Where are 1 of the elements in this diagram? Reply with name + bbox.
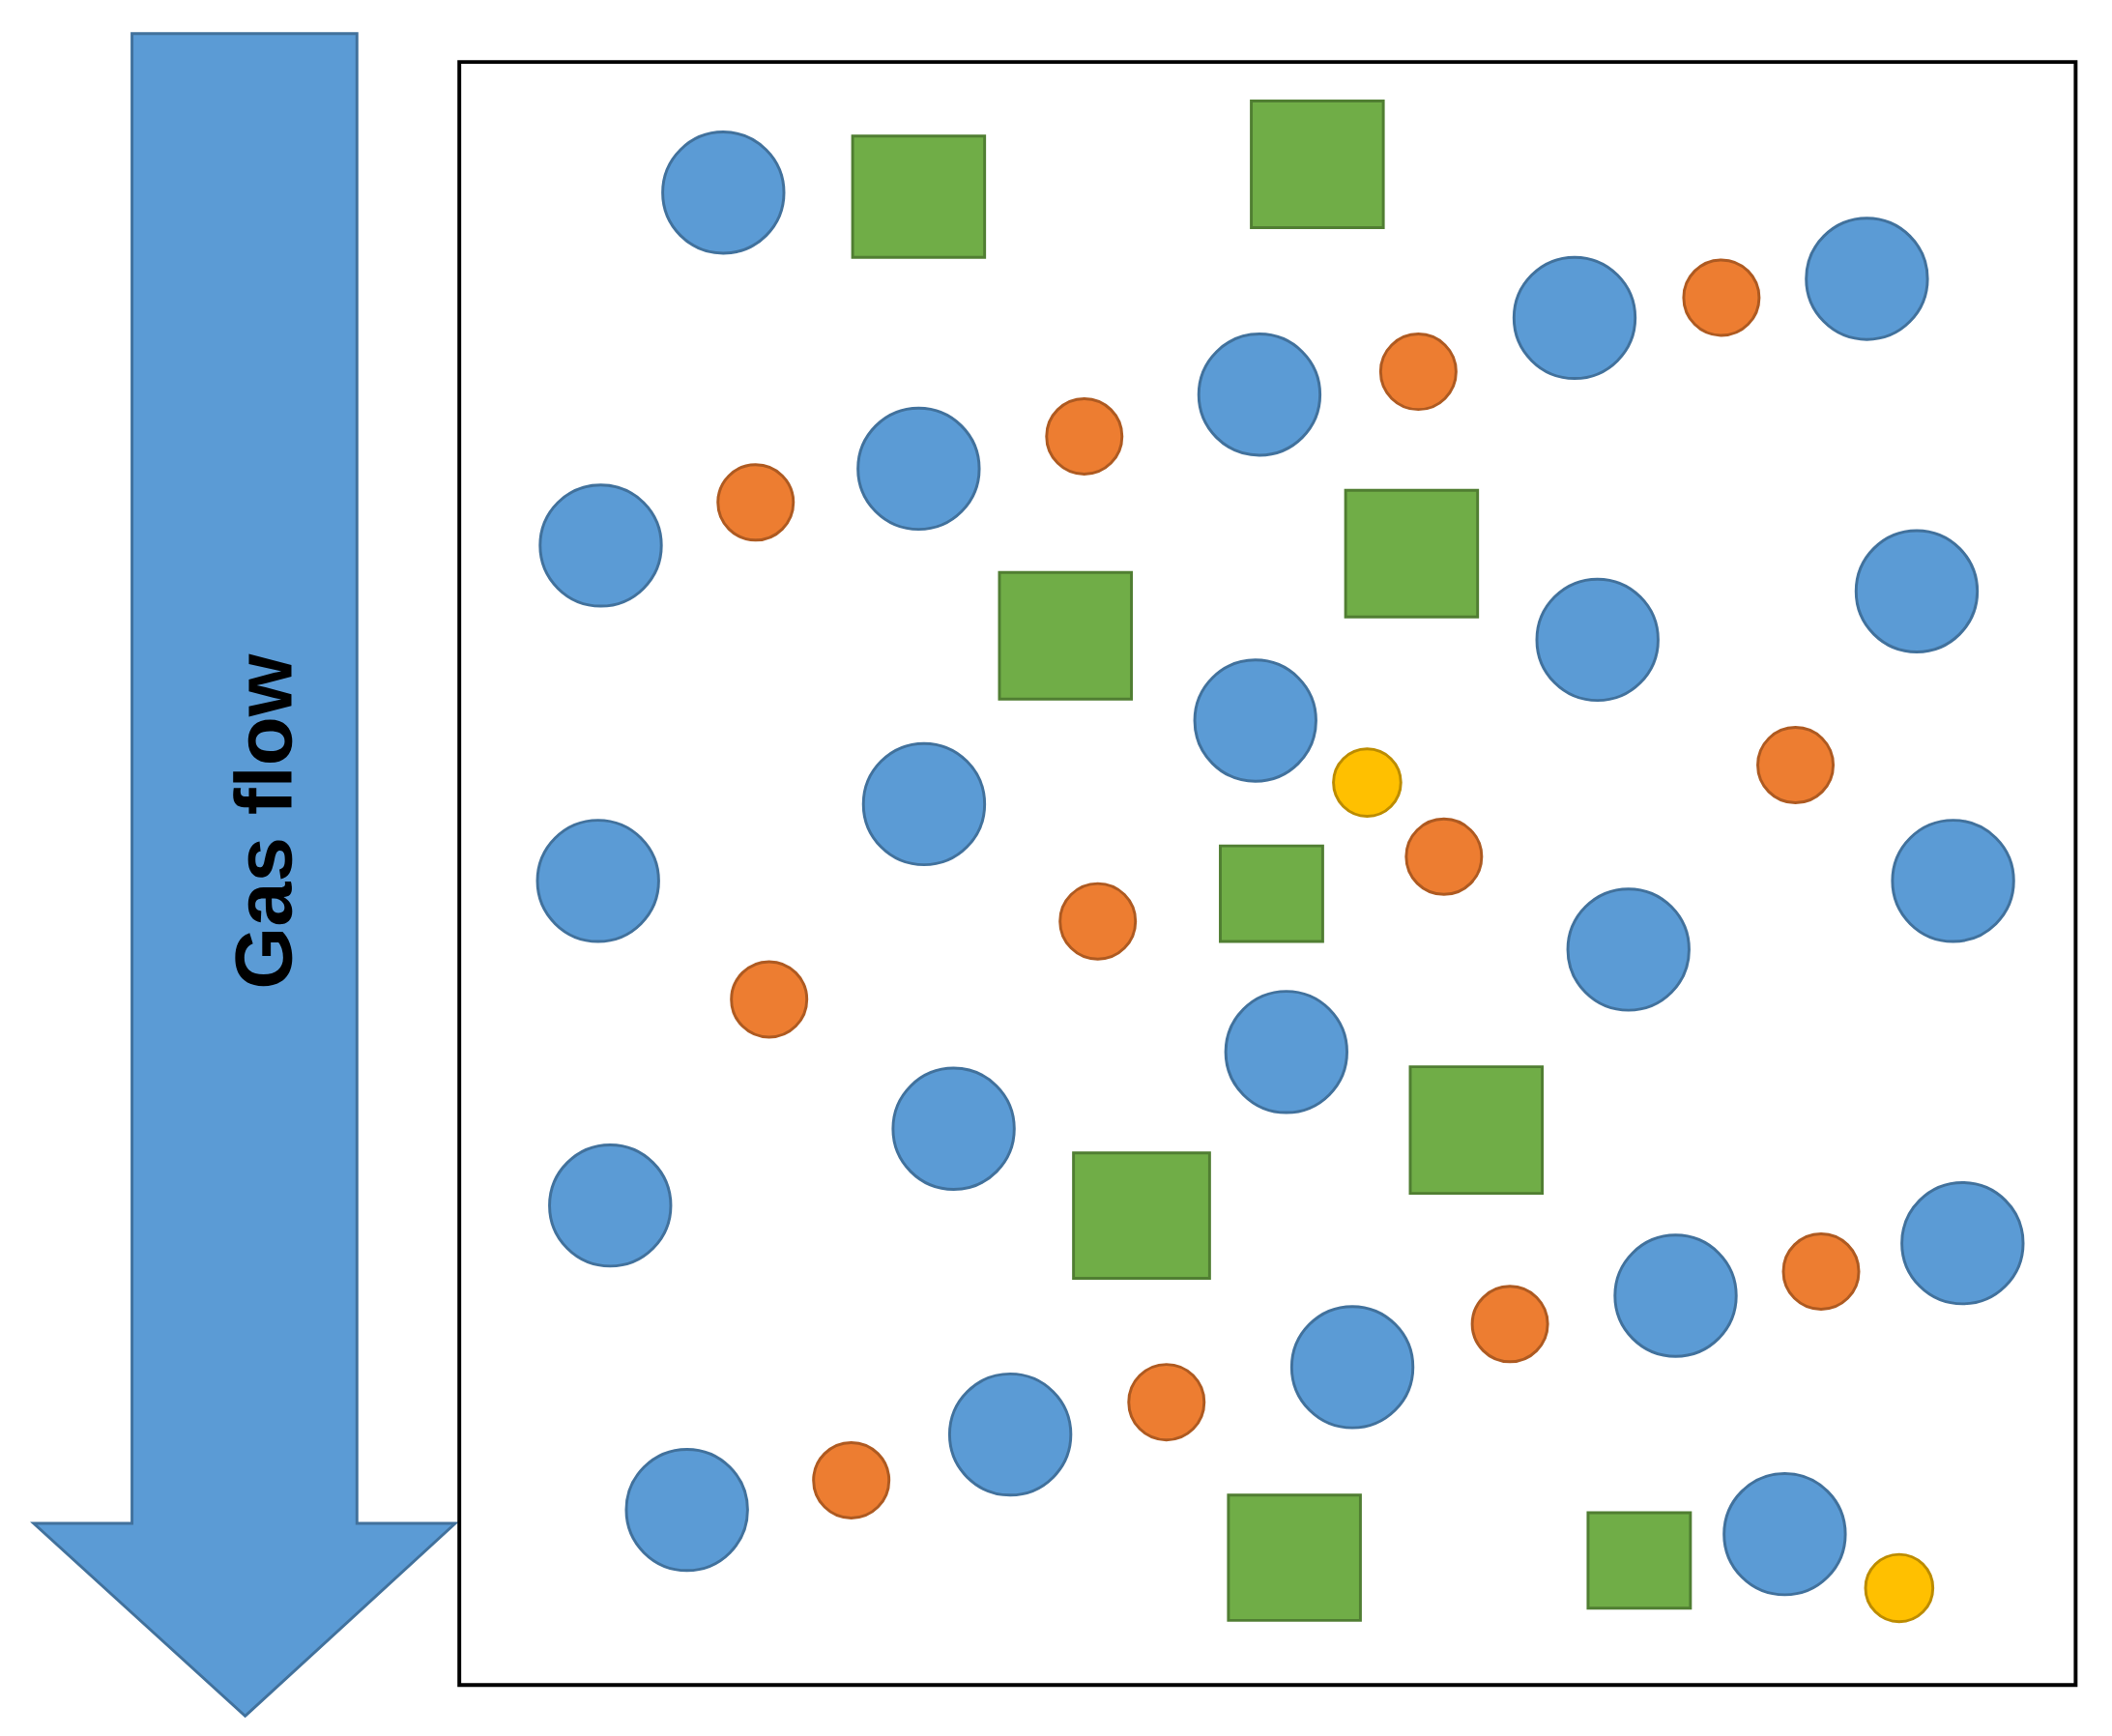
arrow-label: Gas flow — [233, 653, 293, 987]
